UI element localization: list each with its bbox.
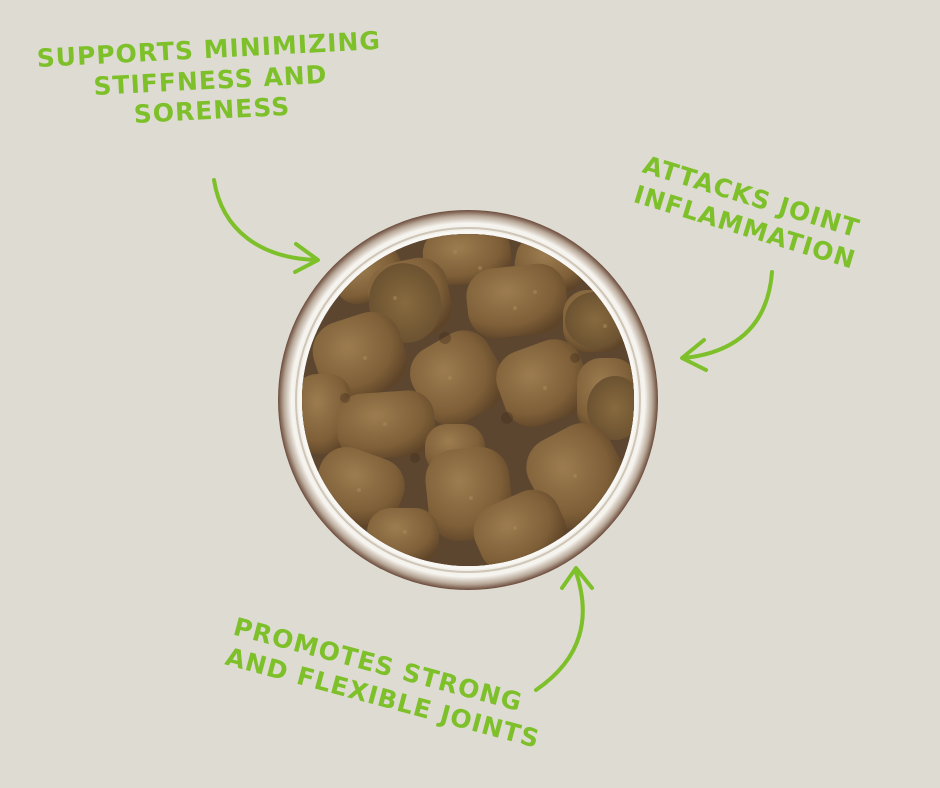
jar-of-chews-icon xyxy=(278,210,658,590)
callout-stiffness: Supports minimizing stiffness and sorene… xyxy=(36,26,385,135)
callout-joints: Promotes strong and flexible joints xyxy=(222,612,551,755)
arrow-top-right-icon xyxy=(682,270,774,360)
arrow-top-right-head-icon xyxy=(680,338,708,372)
callout-inflammation: Attacks joint inflammation xyxy=(630,150,868,276)
